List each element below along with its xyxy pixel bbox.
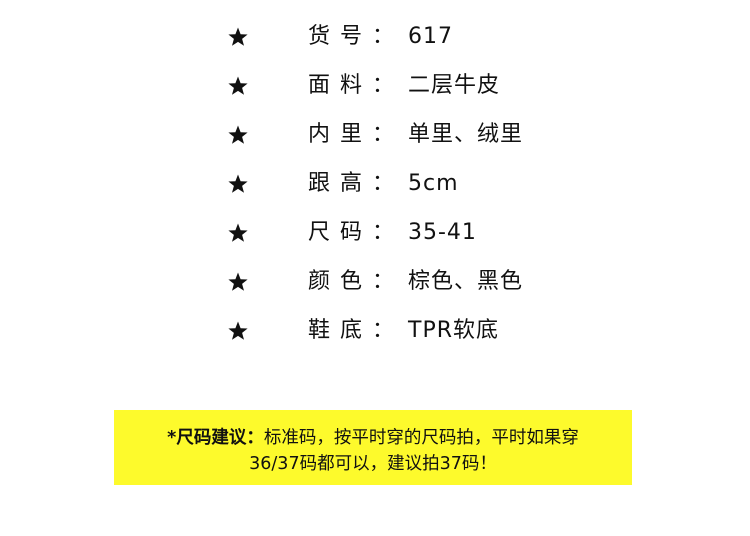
spec-value: 617: [408, 24, 453, 49]
star-icon: [226, 270, 250, 294]
spec-value: 5cm: [408, 171, 459, 196]
star-icon: [226, 25, 250, 49]
spec-value: 35-41: [408, 220, 477, 245]
spec-value: 棕色、黑色: [408, 269, 524, 294]
spec-label: 内里：: [308, 122, 405, 147]
size-advice-title: *尺码建议：: [167, 428, 264, 448]
size-advice-box: *尺码建议：标准码，按平时穿的尺码拍，平时如果穿 36/37码都可以，建议拍37…: [114, 410, 632, 485]
spec-row-heel-height: 跟高： 5cm: [0, 159, 750, 208]
spec-value: 二层牛皮: [408, 73, 501, 98]
star-icon: [226, 221, 250, 245]
spec-label: 货号：: [308, 24, 405, 49]
spec-label: 颜色：: [308, 269, 405, 294]
spec-label: 鞋底：: [308, 318, 405, 343]
product-spec-list: 货号： 617 面料： 二层牛皮 内里： 单里、绒里 跟高： 5cm 尺码： 3…: [0, 12, 750, 355]
spec-label: 面料：: [308, 73, 405, 98]
spec-label: 尺码：: [308, 220, 405, 245]
spec-value: TPR软底: [408, 318, 499, 343]
spec-row-material: 面料： 二层牛皮: [0, 61, 750, 110]
star-icon: [226, 172, 250, 196]
spec-row-lining: 内里： 单里、绒里: [0, 110, 750, 159]
size-advice-text: 标准码，按平时穿的尺码拍，平时如果穿: [263, 428, 579, 448]
size-advice-line-1: *尺码建议：标准码，按平时穿的尺码拍，平时如果穿: [124, 425, 622, 451]
spec-row-color: 颜色： 棕色、黑色: [0, 257, 750, 306]
spec-row-size: 尺码： 35-41: [0, 208, 750, 257]
spec-row-sole: 鞋底： TPR软底: [0, 306, 750, 355]
spec-row-item-number: 货号： 617: [0, 12, 750, 61]
size-advice-line-2: 36/37码都可以，建议拍37码！: [249, 454, 497, 474]
spec-value: 单里、绒里: [408, 122, 524, 147]
spec-label: 跟高：: [308, 171, 405, 196]
star-icon: [226, 319, 250, 343]
star-icon: [226, 74, 250, 98]
star-icon: [226, 123, 250, 147]
